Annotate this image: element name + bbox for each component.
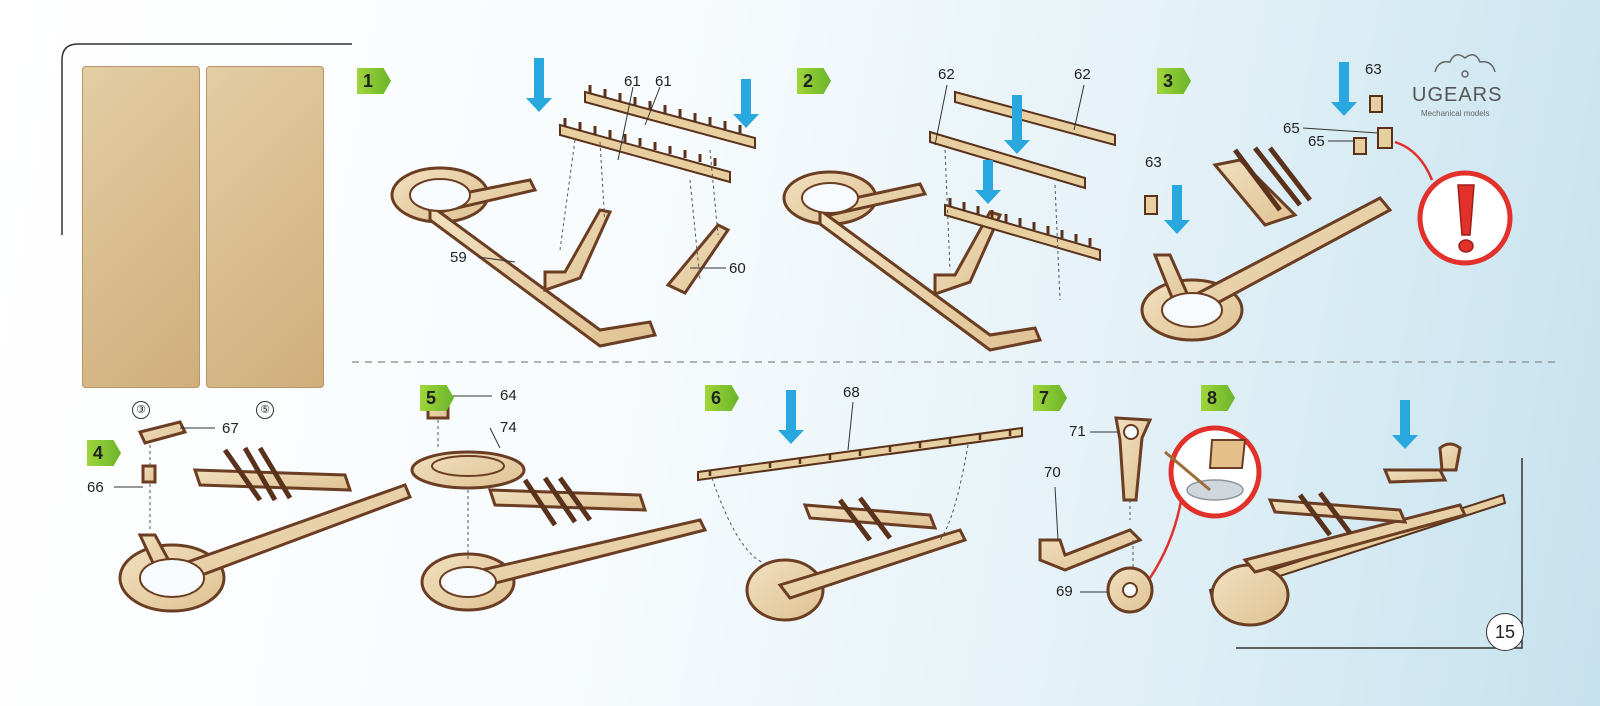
part-label-61: 61 xyxy=(624,73,641,90)
step-badge-8: 8 xyxy=(1201,385,1235,411)
step-4-illustration xyxy=(114,420,412,613)
parts-sheet-3 xyxy=(82,66,200,388)
page-number: 15 xyxy=(1486,613,1524,651)
part-label-71: 71 xyxy=(1069,423,1086,440)
warning-exclamation-icon xyxy=(1394,140,1513,266)
step-3-illustration xyxy=(1140,62,1513,342)
step-8-illustration xyxy=(1208,400,1507,627)
frame-lines xyxy=(61,43,1523,649)
glue-hint-icon xyxy=(1164,425,1262,519)
step-6-illustration xyxy=(697,390,1023,622)
blue-down-arrow-icon xyxy=(778,390,804,444)
part-label-67: 67 xyxy=(222,420,239,437)
part-label-68: 68 xyxy=(843,384,860,401)
part-label-62: 62 xyxy=(938,66,955,83)
brand-name: UGEARS xyxy=(1412,84,1503,106)
blue-down-arrow-icon xyxy=(1164,62,1357,234)
sheet-number-3: ③ xyxy=(132,401,150,419)
sheet-number-5: ⑤ xyxy=(256,401,274,419)
step-badge-5: 5 xyxy=(420,385,454,411)
part-label-65: 65 xyxy=(1283,120,1300,137)
blue-down-arrow-icon xyxy=(975,95,1030,204)
part-label-66: 66 xyxy=(87,479,104,496)
part-label-64: 64 xyxy=(500,387,517,404)
part-label-70: 70 xyxy=(1044,464,1061,481)
part-label-62: 62 xyxy=(1074,66,1091,83)
part-label-63: 63 xyxy=(1145,154,1162,171)
part-label-65: 65 xyxy=(1308,133,1325,150)
part-label-69: 69 xyxy=(1056,583,1073,600)
step-badge-2: 2 xyxy=(797,68,831,94)
blue-down-arrow-icon xyxy=(1392,400,1418,449)
ugears-gear-logo-icon xyxy=(1434,54,1496,78)
step-5-illustration xyxy=(410,390,708,612)
step-badge-1: 1 xyxy=(357,68,391,94)
part-label-60: 60 xyxy=(729,260,746,277)
parts-sheet-5 xyxy=(206,66,324,388)
step-badge-3: 3 xyxy=(1157,68,1191,94)
step-1-illustration xyxy=(390,58,759,348)
step-badge-7: 7 xyxy=(1033,385,1067,411)
part-label-63: 63 xyxy=(1365,61,1382,78)
step-7-illustration xyxy=(1038,416,1262,614)
part-label-74: 74 xyxy=(500,419,517,436)
blue-down-arrow-icon xyxy=(526,58,759,128)
part-label-61: 61 xyxy=(655,73,672,90)
step-badge-6: 6 xyxy=(705,385,739,411)
part-label-59: 59 xyxy=(450,249,467,266)
brand-tagline: Mechanical models xyxy=(1421,109,1490,118)
step-badge-4: 4 xyxy=(87,440,121,466)
step-2-illustration xyxy=(782,84,1116,352)
